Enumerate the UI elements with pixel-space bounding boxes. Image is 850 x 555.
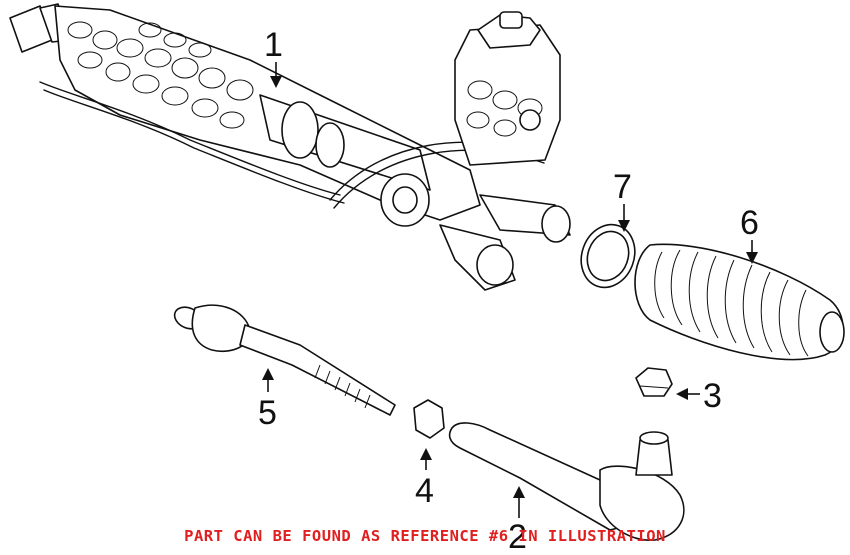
callout-6: 6 (740, 204, 759, 242)
callout-1: 1 (264, 26, 283, 64)
callout-7: 7 (613, 168, 632, 206)
callout-3: 3 (703, 377, 722, 415)
housing-texture (67, 21, 254, 129)
callout-5: 5 (258, 394, 277, 432)
bellows-boot (634, 243, 845, 361)
hex-nut (635, 367, 673, 397)
clamp-ring (580, 223, 636, 289)
outer-tie-rod-end (448, 422, 685, 541)
callout-2: 2 (508, 518, 527, 555)
reference-notice: PART CAN BE FOUND AS REFERENCE #6 IN ILL… (184, 527, 666, 545)
inner-tie-rod (173, 304, 396, 416)
jam-nut (413, 399, 445, 439)
callout-4: 4 (415, 472, 434, 510)
callout-leaders (262, 62, 758, 518)
steering-rack-assembly (9, 3, 571, 291)
